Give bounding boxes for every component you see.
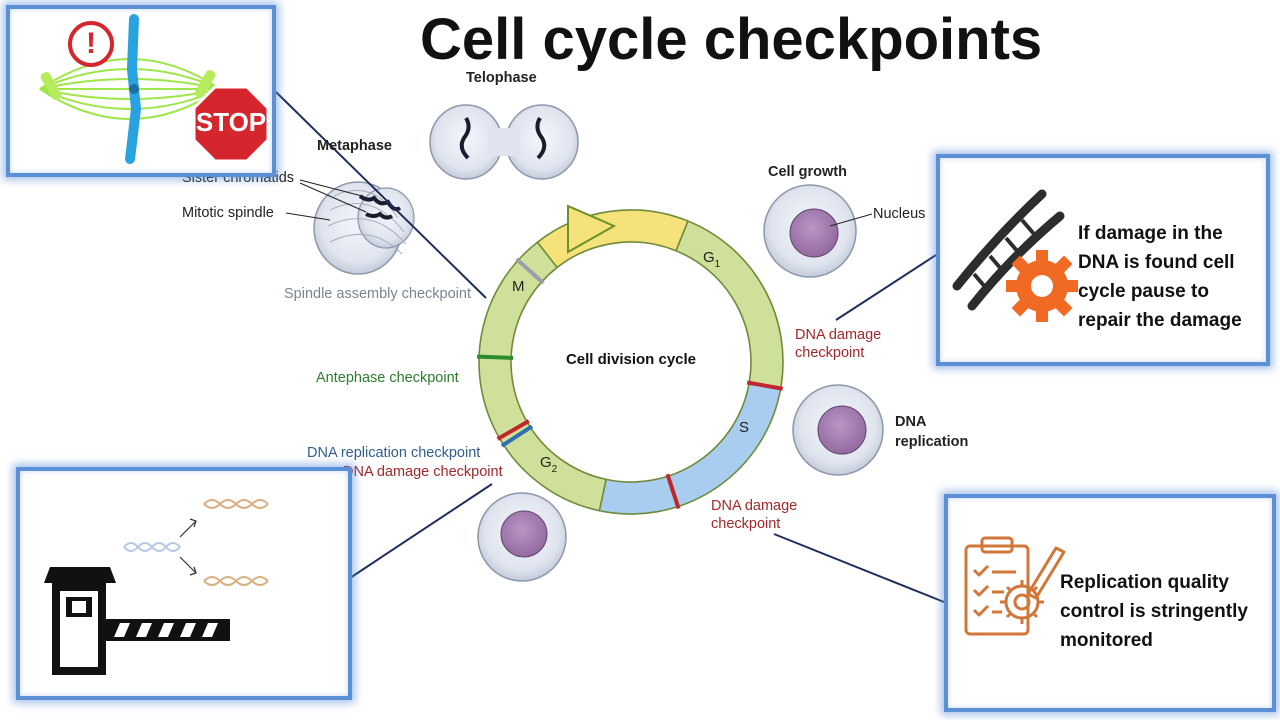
checkpoint-mark-dna-damage-g2 [496, 419, 530, 441]
sister-chromatids-leader-2 [299, 182, 367, 213]
checkpoint-mark-antephase [477, 354, 514, 360]
dna-replication-cell [792, 384, 884, 476]
phase-segment-m [536, 209, 689, 269]
replication-barrier-callout [16, 467, 352, 700]
dna-repair-text: If damage in the DNA is found cell cycle… [1078, 223, 1242, 331]
phase-label-g2: G2 [540, 454, 558, 475]
sister-chromatids-leader [299, 179, 363, 197]
phase-segment-g2-late [478, 241, 559, 440]
dna-damage-checkpoint-right-label: DNA damage checkpoint [795, 327, 882, 361]
cell-growth-label: Cell growth [768, 164, 847, 180]
connector-spindle [275, 91, 487, 299]
connector-replication-barrier [349, 483, 493, 579]
dna-damage-checkpoint-left-label: DNA damage checkpoint [343, 464, 503, 480]
barrier-gate-icon [44, 499, 269, 675]
stop-sign-text: STOP [195, 107, 267, 137]
dna-repair-callout: If damage in the DNA is found cell cycle… [936, 154, 1270, 366]
phase-label-m: M [512, 278, 525, 295]
dna-replication-label: DNA replication [895, 414, 969, 450]
metaphase-cell [313, 181, 415, 275]
telophase-cell [429, 104, 579, 180]
cycle-center-label: Cell division cycle [566, 351, 696, 368]
replication-qc-text: Replication quality control is stringent… [1060, 572, 1248, 651]
dna-replication-checkpoint-label: DNA replication checkpoint [307, 445, 481, 461]
checkpoint-mark-spindle [515, 257, 545, 285]
spindle-stop-callout: ! STOP [6, 5, 276, 177]
connector-replication-qc [773, 533, 945, 603]
stop-sign-icon: STOP [192, 85, 270, 163]
cell-growth-cell [763, 184, 873, 278]
phase-segment-s [598, 381, 782, 515]
checkpoint-mark-dna-damage-s [665, 473, 681, 510]
dna-gear-icon [952, 189, 1078, 322]
g2-cell [477, 492, 567, 582]
checkpoint-mark-dna-damage-g1 [746, 380, 784, 391]
dna-damage-checkpoint-bottom-label: DNA damage checkpoint [711, 498, 798, 532]
spindle-illustration [39, 14, 221, 164]
nucleus-label: Nucleus [873, 206, 926, 222]
mitotic-spindle-label: Mitotic spindle [182, 205, 274, 221]
phase-label-s: S [739, 419, 749, 436]
spindle-checkpoint-label: Spindle assembly checkpoint [284, 286, 471, 302]
replication-qc-callout: Replication quality control is stringent… [944, 494, 1276, 712]
connector-dna-damage [835, 254, 937, 321]
phase-label-g1: G1 [703, 249, 721, 270]
page-title: Cell cycle checkpoints [420, 7, 1043, 72]
cycle-arrow-head [567, 204, 617, 254]
checkpoint-mark-dna-replication [500, 424, 534, 448]
alert-icon: ! [68, 21, 114, 67]
telophase-label: Telophase [466, 70, 537, 86]
mitotic-spindle-leader [285, 212, 331, 221]
quality-control-clipboard-icon [964, 536, 1066, 636]
metaphase-label: Metaphase [317, 138, 392, 154]
antephase-checkpoint-label: Antephase checkpoint [316, 370, 459, 386]
